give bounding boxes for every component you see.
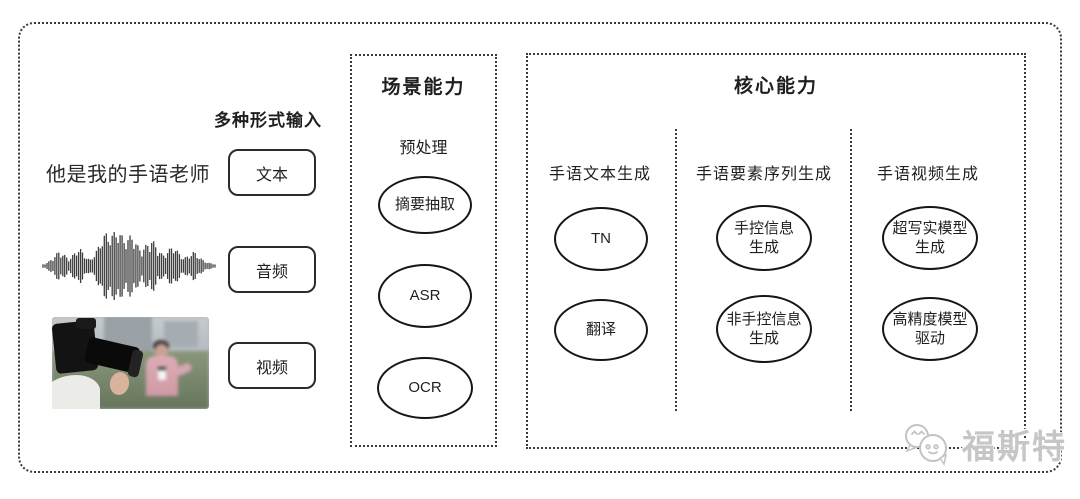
reporter-photo [52, 317, 209, 409]
input-box-audio: 音频 [228, 246, 316, 293]
column-divider [850, 129, 852, 411]
node-high-precision-model-driving: 高精度模型 驱动 [882, 297, 978, 361]
node-label: 生成 [914, 239, 945, 256]
column-divider [675, 129, 677, 411]
chat-bubbles-logo-icon [905, 424, 948, 466]
photo-photographer-shirt [52, 375, 100, 409]
node-label: ASR [409, 287, 441, 305]
input-heading: 多种形式输入 [214, 111, 322, 130]
input-box-text-label: 文本 [255, 166, 288, 184]
core-panel-title: 核心能力 [733, 76, 818, 97]
input-box-video: 视频 [228, 342, 316, 389]
watermark: 福斯特 [900, 420, 1067, 468]
node-summary-extraction: 摘要抽取 [378, 176, 472, 234]
node-manual-info-generation: 手控信息 生成 [716, 205, 812, 271]
photo-camera-top [76, 318, 96, 329]
preprocess-label: 预处理 [399, 140, 448, 157]
photo-reporter-head [155, 344, 168, 358]
node-label: OCR [408, 379, 442, 397]
node-label: 手控信息 [733, 219, 794, 237]
input-box-audio-label: 音频 [255, 263, 288, 281]
node-label: 摘要抽取 [394, 196, 455, 214]
scene-capability-panel: 场景能力 预处理 摘要抽取 ASR OCR [350, 54, 497, 447]
node-hyperrealistic-model-generation: 超写实模型 生成 [882, 206, 978, 270]
node-label: 生成 [748, 239, 779, 256]
column-header-video-generation: 手语视频生成 [876, 166, 980, 183]
node-translation: 翻译 [554, 299, 648, 361]
node-label: 非手控信息 [726, 310, 802, 328]
node-label: 高精度模型 [892, 310, 968, 328]
photo-building [164, 321, 198, 347]
node-label: 驱动 [914, 330, 945, 347]
node-label: 翻译 [585, 321, 616, 339]
scene-panel-title: 场景能力 [381, 77, 466, 98]
node-label: 生成 [748, 330, 779, 347]
column-header-element-sequence: 手语要素序列生成 [695, 166, 833, 183]
audio-waveform-icon [42, 232, 216, 300]
node-ocr: OCR [377, 357, 473, 419]
input-box-video-label: 视频 [255, 359, 288, 377]
column-header-text-generation: 手语文本生成 [548, 166, 652, 183]
sample-text-sentence: 他是我的手语老师 [46, 164, 210, 186]
node-label: 超写实模型 [892, 219, 968, 237]
photo-microphone [158, 367, 166, 380]
input-box-text: 文本 [228, 149, 316, 196]
outer-frame [18, 22, 1062, 473]
node-non-manual-info-generation: 非手控信息 生成 [716, 295, 812, 363]
node-asr: ASR [378, 264, 472, 328]
node-label: TN [591, 230, 611, 248]
node-tn: TN [554, 207, 648, 271]
watermark-text: 福斯特 [962, 428, 1067, 465]
core-capability-panel: 核心能力 手语文本生成 手语要素序列生成 手语视频生成 TN 翻译 手控信息 生… [526, 53, 1026, 449]
